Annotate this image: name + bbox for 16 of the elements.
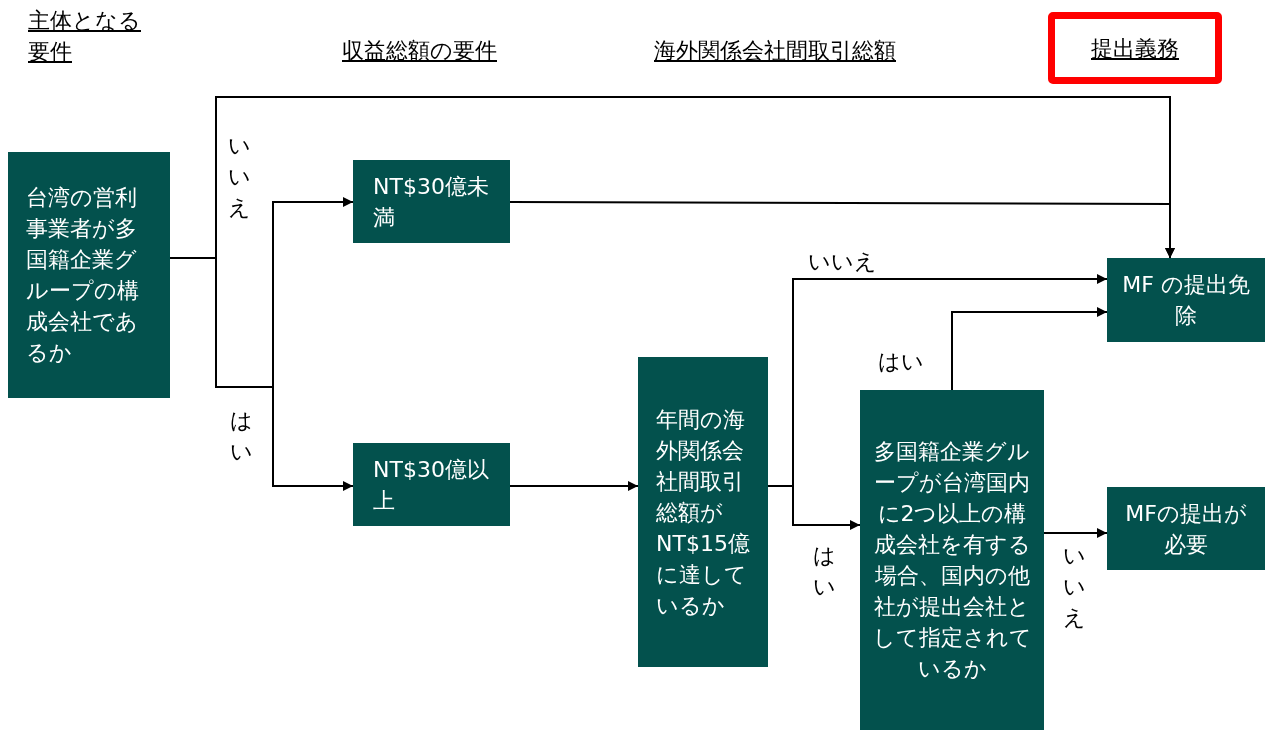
arrow bbox=[951, 307, 1108, 391]
arrow bbox=[1043, 528, 1108, 538]
highlight-box: 提出義務 bbox=[1048, 12, 1222, 84]
decision-box: 年間の海外関係会社間取引総額がNT$15億に達しているか bbox=[638, 357, 768, 667]
column-heading: 海外関係会社間取引総額 bbox=[654, 37, 897, 65]
arrow bbox=[767, 485, 861, 530]
column-heading: 主体となる要件 bbox=[28, 7, 142, 66]
decision-box: 台湾の営利事業者が多国籍企業グループの構成会社であるか bbox=[8, 152, 170, 398]
process-box: NT$30億以上 bbox=[353, 443, 510, 526]
arrow bbox=[509, 201, 1175, 259]
column-heading: 収益総額の要件 bbox=[342, 37, 498, 65]
decision-box: 多国籍企業グループが台湾国内に2つ以上の構成会社を有する場合、国内の他社が提出会社として指定されているか bbox=[860, 390, 1044, 730]
result-box: MF の提出免除 bbox=[1107, 258, 1265, 342]
process-box: NT$30億未満 bbox=[353, 160, 510, 243]
arrow bbox=[509, 481, 639, 491]
result-box: MFの提出が必要 bbox=[1107, 487, 1265, 570]
